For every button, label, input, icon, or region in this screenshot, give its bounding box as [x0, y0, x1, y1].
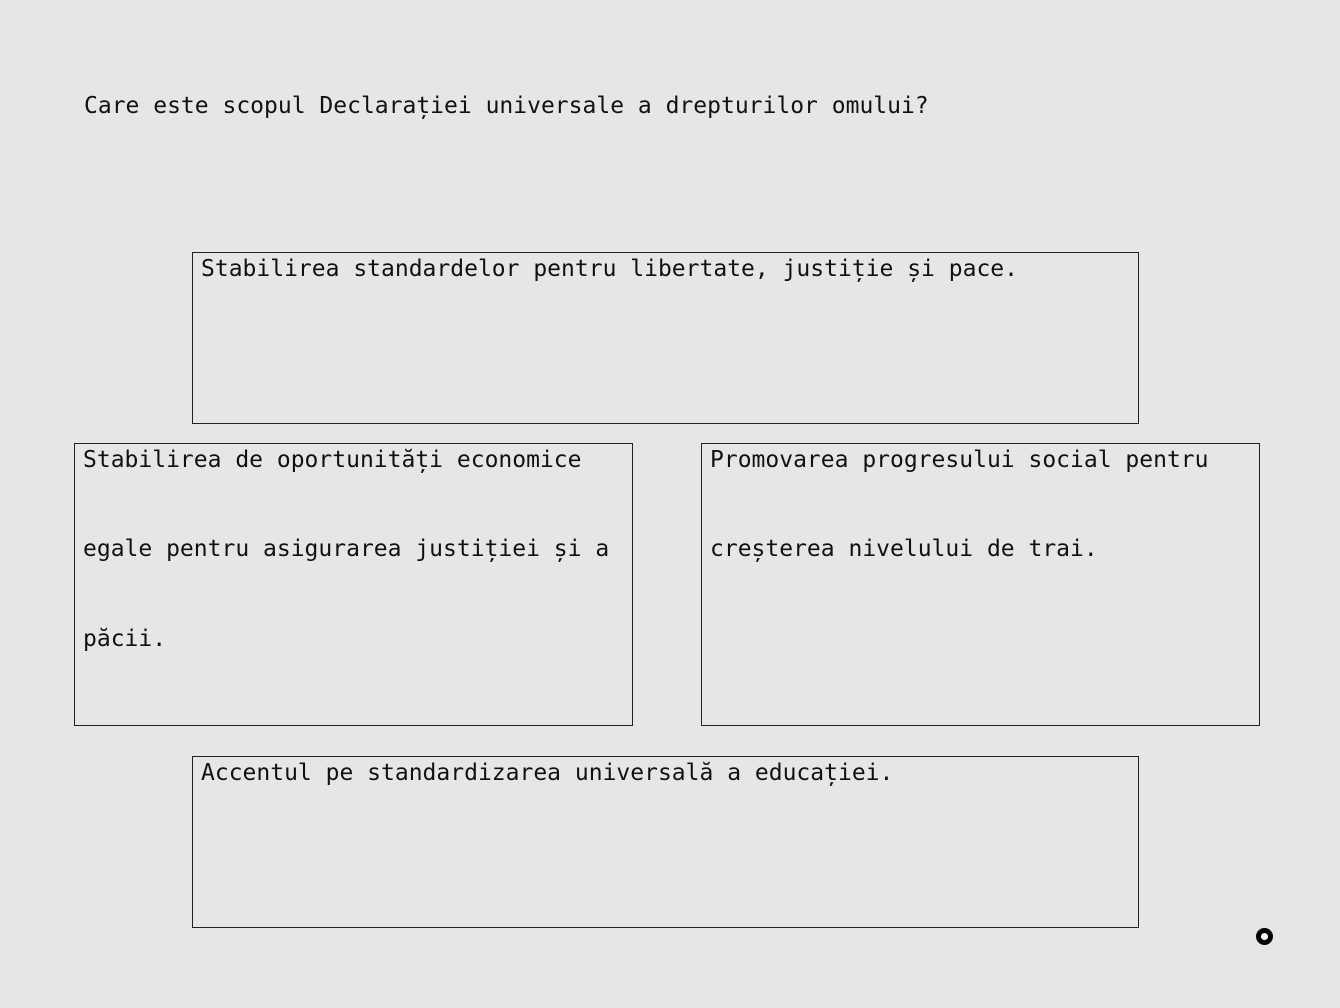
- answer-option-2[interactable]: Stabilirea de oportunități economice ega…: [74, 443, 633, 726]
- answer-option-1-label: Stabilirea standardelor pentru libertate…: [201, 256, 1018, 282]
- cursor-ring-icon: [1256, 928, 1273, 945]
- answer-option-2-label: Stabilirea de oportunități economice ega…: [83, 446, 624, 652]
- answer-option-1[interactable]: Stabilirea standardelor pentru libertate…: [192, 252, 1139, 424]
- question-text: Care este scopul Declarației universale …: [84, 93, 929, 119]
- answer-option-3-label: Promovarea progresului social pentru cre…: [710, 446, 1223, 563]
- answer-option-4[interactable]: Accentul pe standardizarea universală a …: [192, 756, 1139, 928]
- answer-option-3[interactable]: Promovarea progresului social pentru cre…: [701, 443, 1260, 726]
- answer-option-4-label: Accentul pe standardizarea universală a …: [201, 760, 894, 786]
